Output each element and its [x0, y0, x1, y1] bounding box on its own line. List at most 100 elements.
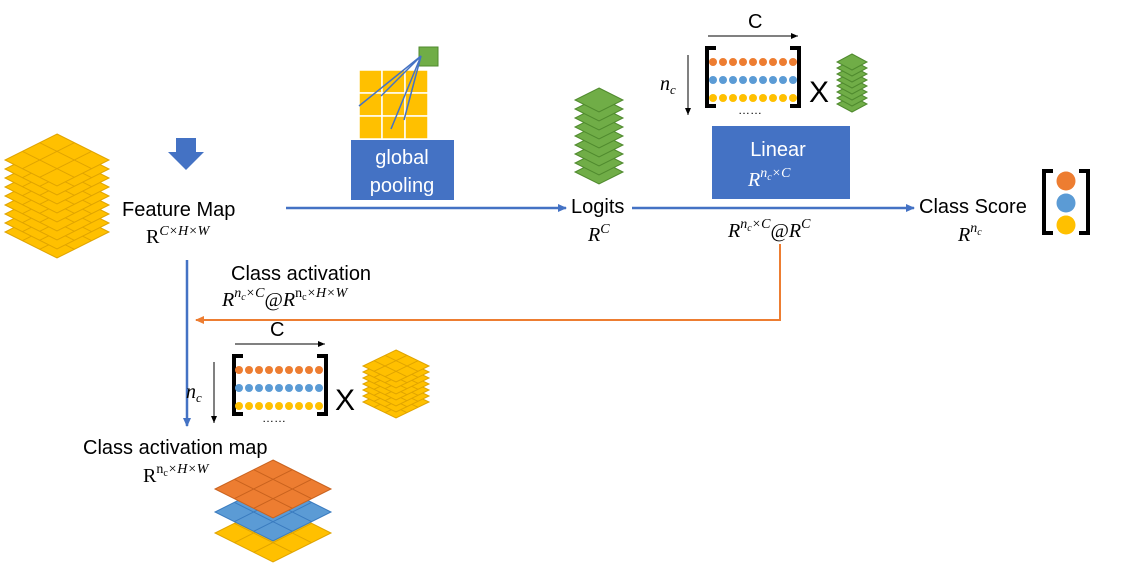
pooled-cell [418, 46, 439, 67]
pool-line [380, 55, 422, 97]
matrix-weight-dots [709, 58, 797, 102]
linear-weight-matrix: C nc …… X [660, 11, 829, 117]
ca-base2: R [282, 289, 295, 311]
ca-n2: n [295, 286, 302, 301]
feature-map-label: Feature Map [122, 199, 235, 221]
class-score-label: Class Score [919, 196, 1027, 218]
score-left-bracket [1042, 169, 1053, 235]
feature-map-dim-sup: C×H×W [159, 224, 210, 239]
weight-dot [295, 402, 303, 410]
weight-dot [789, 76, 797, 84]
weight-dot [729, 58, 737, 66]
cam-yellow-stack-icon [361, 349, 431, 419]
weight-dot [285, 384, 293, 392]
logits-dim: RC [587, 222, 610, 246]
cam-matrix-row-label-c: c [196, 390, 202, 405]
logits-dim-base: R [587, 224, 600, 246]
linear-green-stack-icon [835, 53, 869, 113]
class-score-dim-c: c [977, 227, 982, 238]
logits-stack-icon [573, 87, 625, 185]
weight-dot [769, 94, 777, 102]
weight-dot [275, 402, 283, 410]
cam-dim-n: n [156, 462, 163, 477]
weight-dot [709, 76, 717, 84]
ca-at: @ [264, 289, 282, 311]
weight-dot [779, 94, 787, 102]
cam-matrix-right-bracket [317, 354, 328, 416]
class-score-dim-base: R [957, 224, 970, 246]
weight-dot [779, 58, 787, 66]
class-score-dim-n: n [970, 221, 977, 236]
weight-dot [759, 58, 767, 66]
linear-op-base2: R [788, 220, 801, 242]
weight-dot [749, 76, 757, 84]
linear-dim-n: n [760, 166, 767, 181]
pool-cell [381, 69, 406, 94]
cam-weight-matrix: C nc …… X [186, 319, 355, 425]
class-score-vector [1042, 169, 1090, 235]
linear-label: Linear [750, 139, 806, 161]
weight-dot [295, 366, 303, 374]
pool-cell [358, 115, 383, 140]
weight-dot [275, 366, 283, 374]
ca-rest2: ×H×W [307, 286, 349, 301]
linear-dim-rest: ×C [772, 166, 791, 181]
linear-op-c: c [747, 223, 752, 234]
matrix-times-symbol: X [809, 76, 829, 109]
weight-dot [749, 94, 757, 102]
cam-matrix-times-symbol: X [335, 384, 355, 417]
cam-dim: Rnc×H×W [143, 462, 210, 487]
weight-dot [295, 384, 303, 392]
cam-layer-orange [213, 459, 333, 519]
linear-op-sup2: C [801, 217, 811, 232]
down-block-arrow-icon [168, 138, 204, 170]
linear-dim-c: c [767, 172, 772, 183]
matrix-row-label: nc [660, 73, 676, 97]
weight-dot [739, 76, 747, 84]
pool-line [390, 55, 422, 130]
linear-op-at: @ [770, 220, 788, 242]
linear-op-rest: ×C [752, 217, 771, 232]
weight-dot [739, 58, 747, 66]
global-pooling-line2: pooling [370, 175, 435, 197]
weight-dot [709, 58, 717, 66]
cam-layers-icon [213, 459, 333, 563]
pool-cell [404, 115, 429, 140]
cam-dim-base: R [143, 465, 157, 487]
ca-n1: n [234, 286, 241, 301]
weight-dot [315, 366, 323, 374]
cam-matrix-weight-dots [235, 366, 323, 410]
cam-matrix-col-label: C [270, 319, 284, 341]
weight-dot [285, 402, 293, 410]
class-activation-label: Class activation [231, 263, 371, 285]
matrix-left-bracket [705, 46, 716, 108]
logits-label: Logits [571, 196, 624, 218]
weight-dot [789, 94, 797, 102]
global-pooling-line1: global [375, 147, 428, 169]
weight-dot [719, 94, 727, 102]
feature-map-dim-base: R [146, 226, 160, 248]
weight-dot [265, 366, 273, 374]
weight-dot [255, 384, 263, 392]
weight-dot [285, 366, 293, 374]
cam-matrix-left-bracket [232, 354, 243, 416]
cam-dim-c: c [163, 468, 168, 479]
linear-dim: Rnc×C [747, 166, 791, 191]
feature-map-dim: RC×H×W [146, 224, 211, 248]
weight-dot [255, 366, 263, 374]
ca-c1: c [241, 292, 246, 303]
weight-dot [235, 384, 243, 392]
score-dot-yellow [1056, 215, 1076, 235]
matrix-row-label-n: n [660, 73, 670, 95]
stack-layer [3, 133, 111, 187]
weight-dot [749, 58, 757, 66]
linear-op-formula: Rnc×C@RC [727, 217, 811, 242]
cam-label: Class activation map [83, 437, 268, 459]
linear-box [712, 126, 850, 199]
pooling-grid-icon [358, 46, 439, 140]
weight-dot [305, 366, 313, 374]
pool-cell [381, 115, 406, 140]
matrix-right-bracket [790, 46, 801, 108]
weight-dot [709, 94, 717, 102]
